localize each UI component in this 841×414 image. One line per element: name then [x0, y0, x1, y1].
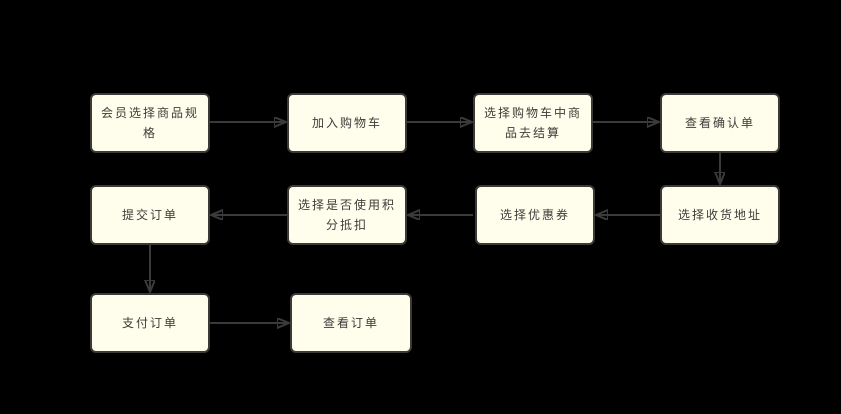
node-label: 选择是否使用积分抵扣 — [298, 198, 397, 232]
node-label: 查看订单 — [322, 316, 379, 330]
node-label: 提交订单 — [121, 208, 178, 222]
node-label: 查看确认单 — [684, 116, 755, 130]
node-label: 会员选择商品规格 — [101, 106, 200, 140]
node-use-points: 选择是否使用积分抵扣 — [287, 185, 407, 245]
node-add-to-cart: 加入购物车 — [287, 93, 407, 153]
node-submit-order: 提交订单 — [90, 185, 210, 245]
node-select-coupon: 选择优惠券 — [475, 185, 595, 245]
node-label: 加入购物车 — [311, 116, 382, 130]
node-select-cart-items: 选择购物车中商品去结算 — [473, 93, 593, 153]
node-view-order: 查看订单 — [290, 293, 412, 353]
node-label: 支付订单 — [121, 316, 178, 330]
node-select-address: 选择收货地址 — [660, 185, 780, 245]
node-select-spec: 会员选择商品规格 — [90, 93, 210, 153]
node-view-confirmation: 查看确认单 — [660, 93, 780, 153]
node-label: 选择收货地址 — [677, 208, 762, 222]
node-label: 选择购物车中商品去结算 — [484, 106, 583, 140]
node-label: 选择优惠券 — [499, 208, 570, 222]
node-pay-order: 支付订单 — [90, 293, 210, 353]
